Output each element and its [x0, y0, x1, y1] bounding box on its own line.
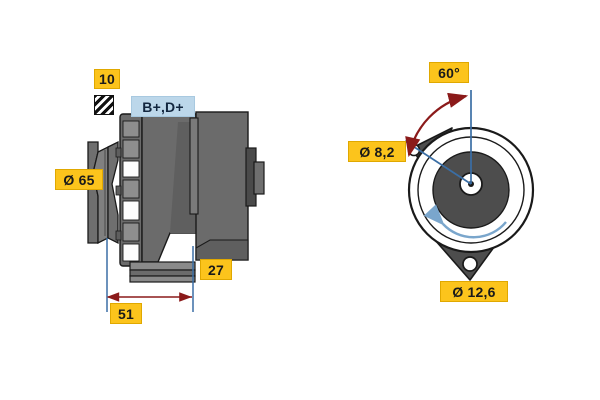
callout-bore-8-2[interactable]: Ø 8,2	[348, 141, 406, 162]
hatched-square-icon	[94, 95, 114, 115]
side-view-group	[87, 111, 265, 312]
callout-pulley-diameter[interactable]: Ø 65	[55, 169, 103, 190]
rotation-direction-arrow	[423, 204, 507, 239]
rear-housing-block	[195, 111, 249, 261]
housing-tab	[115, 147, 122, 158]
mounting-foot	[129, 261, 196, 283]
foot-plate-mid	[129, 269, 196, 277]
vent-slot	[122, 222, 140, 242]
pulley-assembly	[87, 140, 119, 245]
vent-slot	[122, 179, 140, 199]
callout-thread-size[interactable]: 10	[94, 69, 120, 89]
rear-boss-outer	[253, 161, 265, 195]
housing-tab	[115, 230, 122, 241]
rear-housing	[189, 111, 265, 261]
vent-slot	[122, 243, 140, 262]
housing-tab	[115, 185, 122, 196]
angle-arc-60	[405, 92, 469, 158]
vent-slot	[122, 160, 140, 178]
vent-slot	[122, 120, 140, 138]
callout-angle-60[interactable]: 60°	[429, 62, 469, 83]
stator-body	[141, 113, 197, 263]
drive-end-housing	[115, 113, 143, 267]
lower-mounting-bore	[462, 256, 478, 272]
callout-length-51[interactable]: 51	[110, 303, 142, 324]
pulley-right-flange	[107, 140, 119, 245]
callout-offset-27[interactable]: 27	[200, 259, 232, 280]
callout-bore-12-6[interactable]: Ø 12,6	[440, 281, 508, 302]
vent-slot	[122, 200, 140, 221]
end-view-group	[404, 90, 535, 281]
foot-plate-bottom	[129, 275, 196, 283]
vent-slot	[122, 139, 140, 159]
callout-terminal-designation[interactable]: B+,D+	[131, 96, 195, 117]
housing-joint-rib	[189, 117, 199, 215]
rear-housing-chamfer	[195, 239, 249, 261]
foot-plate-top	[129, 261, 196, 271]
